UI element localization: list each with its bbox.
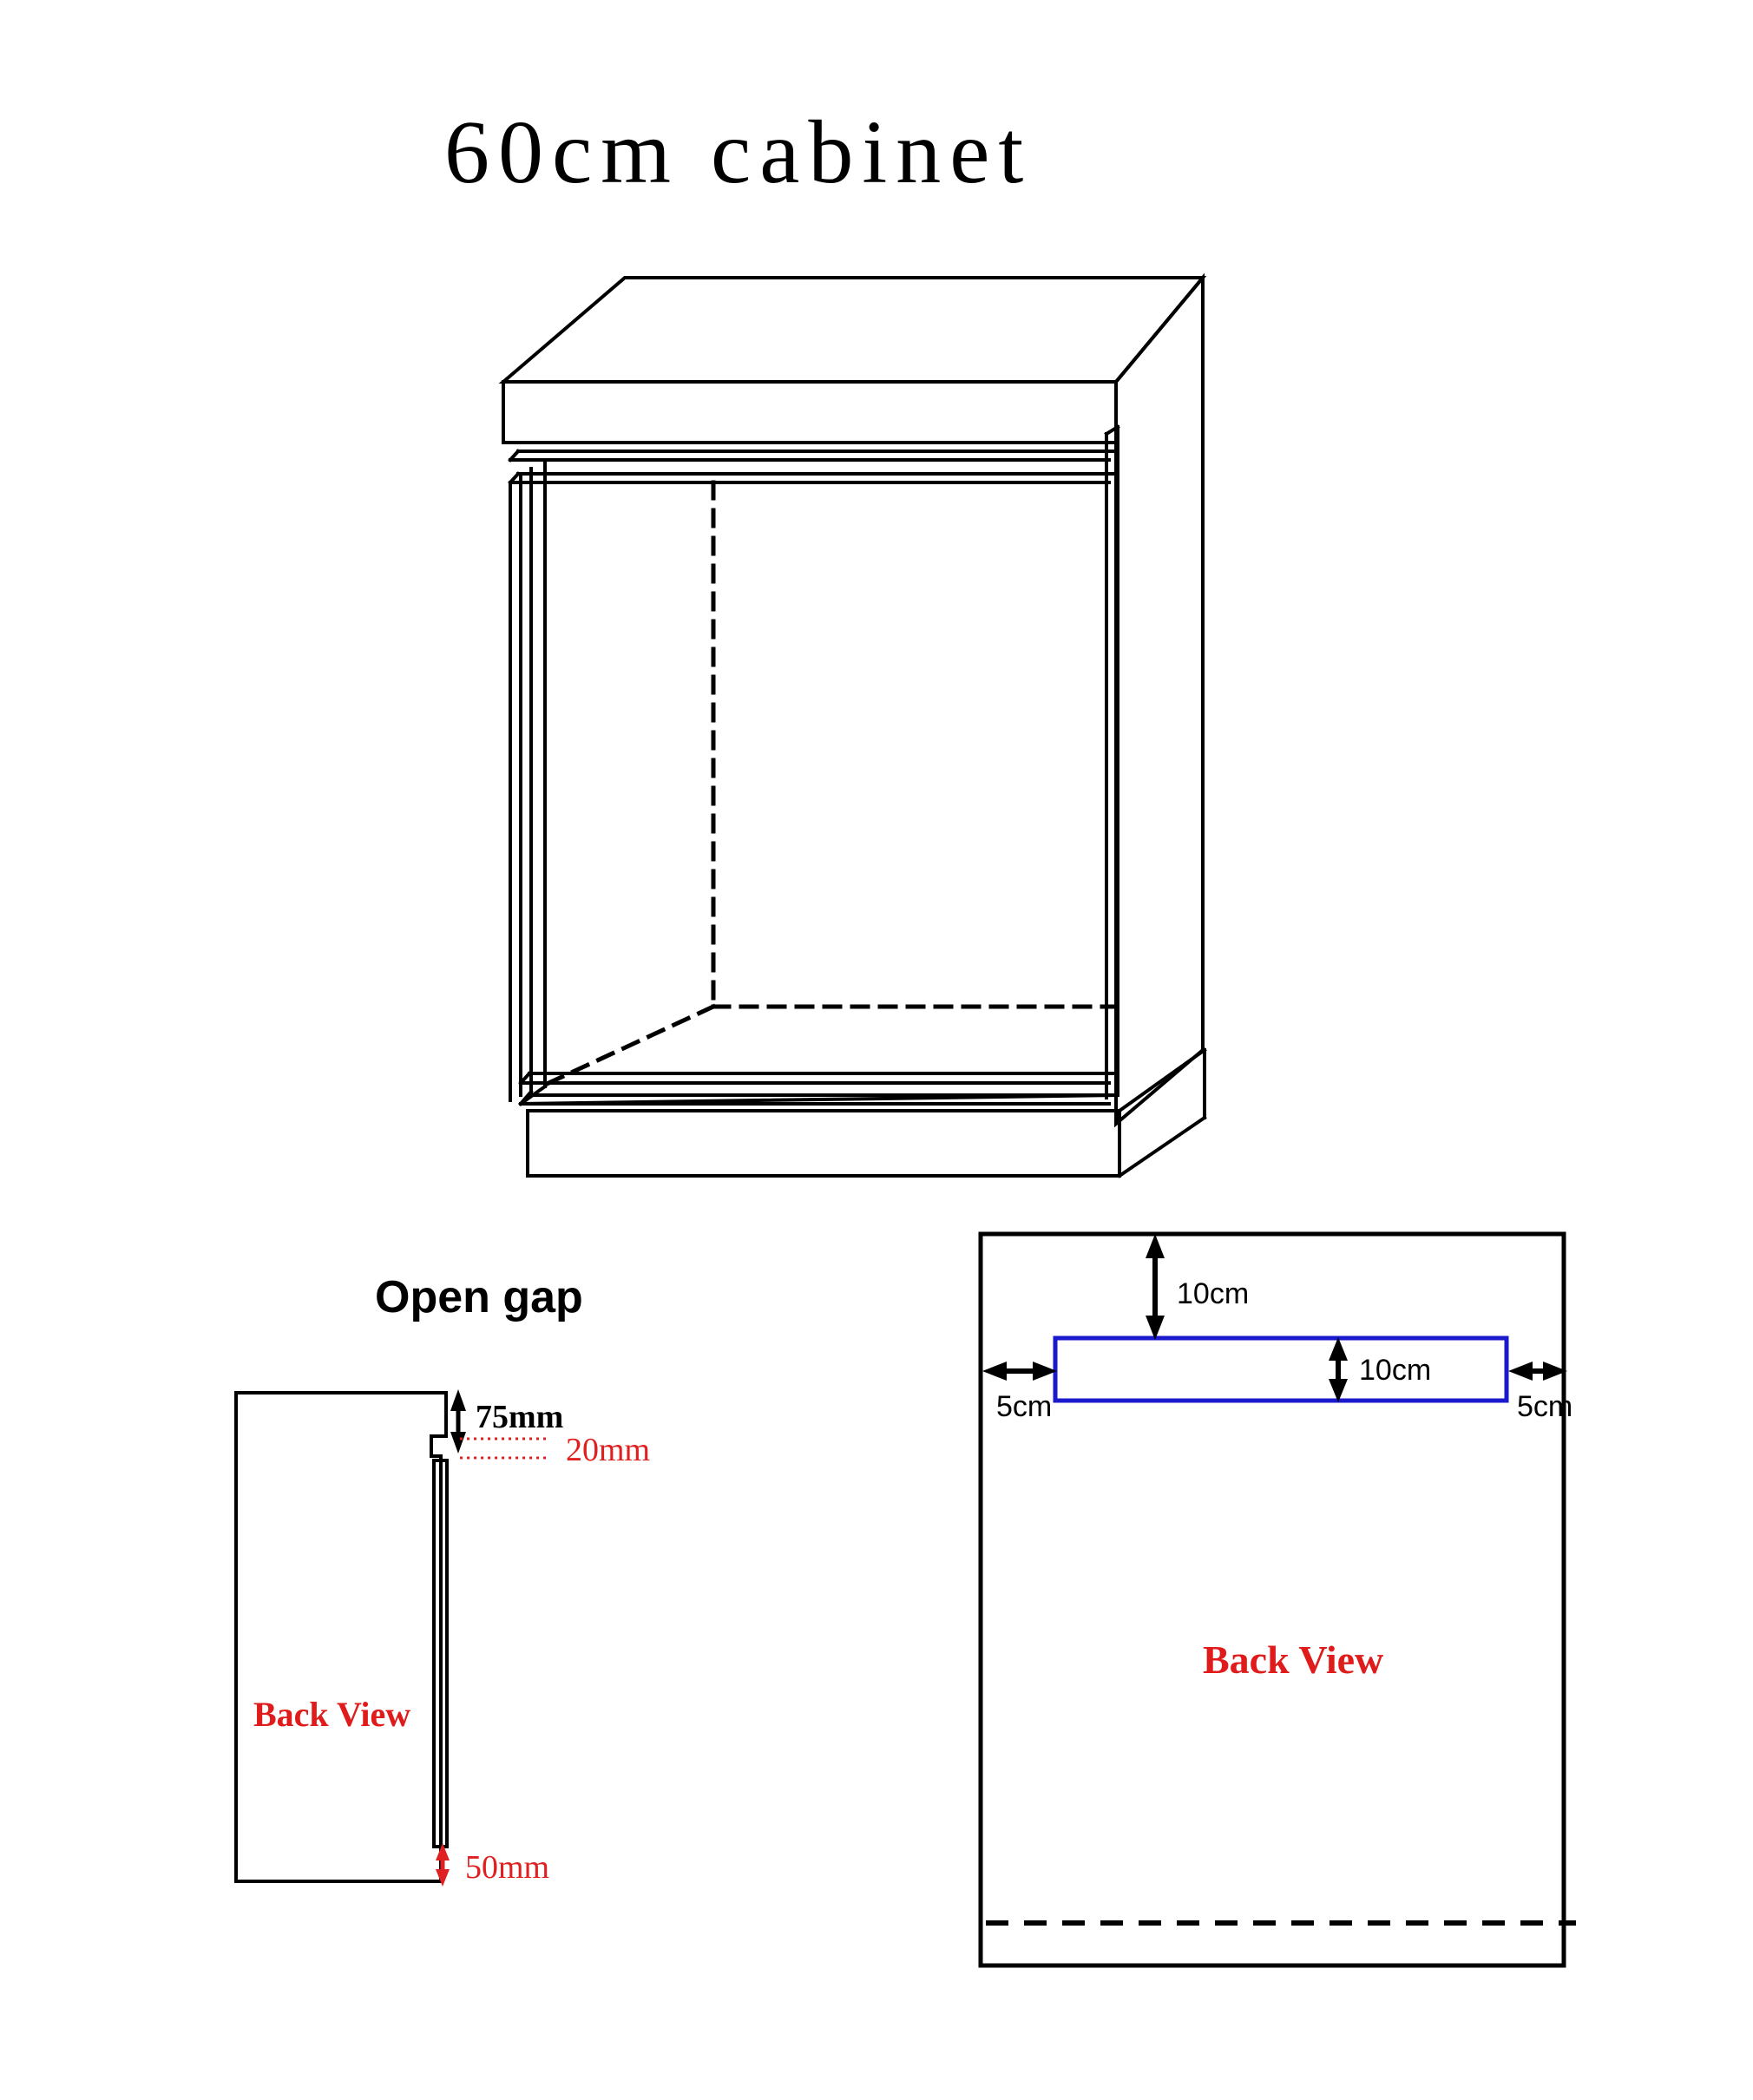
back-view-panel: 10cm 10cm 5cm 5cm Back View [978,1231,1576,1968]
dim-right-inset-label: 5cm [1517,1390,1572,1423]
side-profile-outline [234,1391,448,1883]
dim-top-offset-label: 10cm [1177,1277,1249,1310]
dim-top-offset-10cm: 10cm [1146,1234,1249,1340]
bottom-left-corner-detail [518,1084,548,1106]
open-gap-heading: Open gap [375,1272,583,1322]
dim-left-inset-label: 5cm [996,1390,1052,1423]
dim-left-inset-5cm: 5cm [982,1362,1057,1423]
dim-rail-height-label: 10cm [1359,1354,1431,1387]
side-view-back-label: Back View [253,1695,410,1734]
page-title: 60cm cabinet [444,102,1032,202]
dim-20mm-label: 20mm [566,1432,650,1468]
side-profile-view: 75mm 20mm 50mm Back View [234,1389,650,1887]
dim-75mm-label: 75mm [476,1399,563,1435]
back-panel-strip [432,1459,449,1848]
rail-cutout-rect [1053,1335,1509,1403]
front-bottom-rail [518,1071,1120,1106]
dim-right-inset-5cm: 5cm [1508,1362,1572,1423]
left-side-panel [509,458,547,1102]
dim-20mm: 20mm [460,1432,650,1468]
back-view-label: Back View [1203,1637,1383,1682]
cabinet-isometric-view [498,272,1207,1178]
dim-rail-height-10cm: 10cm [1329,1337,1431,1402]
back-panel-outline [978,1231,1566,1968]
dim-50mm-label: 50mm [465,1849,549,1886]
right-side-panel [1114,272,1205,1128]
right-front-stile [1104,424,1120,1099]
dim-50mm: 50mm [436,1843,549,1887]
dim-75mm: 75mm [450,1389,563,1454]
plinth-base [526,1047,1207,1178]
